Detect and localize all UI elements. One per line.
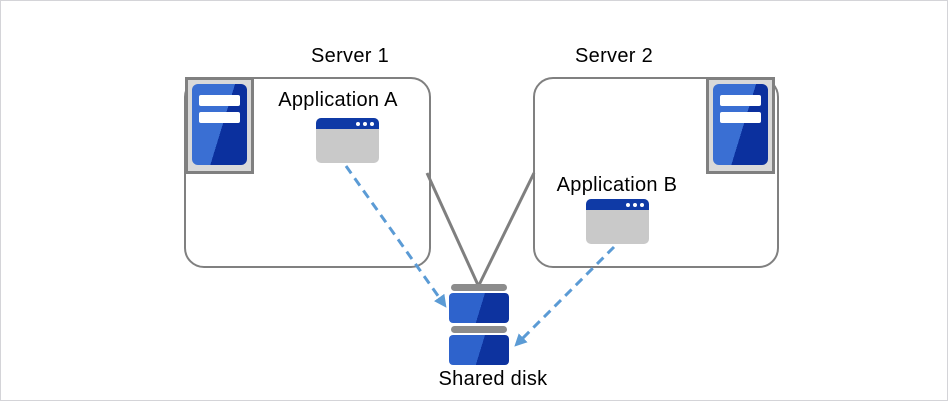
- app-window-icon: [316, 118, 379, 163]
- application-a-label: Application A: [278, 89, 398, 111]
- window-dot-icon: [633, 202, 637, 207]
- disk-unit: [449, 335, 509, 365]
- disk-cap: [451, 284, 507, 291]
- window-buttons-icon: [626, 202, 644, 207]
- window-dot-icon: [363, 121, 367, 126]
- server-tower-icon: [706, 77, 775, 174]
- window-dot-icon: [640, 202, 644, 207]
- shared-disk-label: Shared disk: [438, 368, 548, 390]
- window-titlebar: [586, 199, 649, 210]
- server-drive-slot: [719, 112, 761, 123]
- window-dot-icon: [626, 202, 630, 207]
- server-drive-slot: [198, 112, 240, 123]
- server-drive-slot: [198, 95, 240, 106]
- window-titlebar: [316, 118, 379, 129]
- window-buttons-icon: [356, 121, 374, 126]
- connector-server2-to-disk: [477, 172, 536, 286]
- window-dot-icon: [356, 121, 360, 126]
- server-tower-body: [192, 84, 247, 165]
- server-tower-icon: [185, 77, 254, 174]
- app-window-icon: [586, 199, 649, 244]
- server-drive-slot: [719, 95, 761, 106]
- window-dot-icon: [370, 121, 374, 126]
- disk-stack-icon: [449, 284, 509, 368]
- server-tower-body: [713, 84, 768, 165]
- server1-label: Server 1: [311, 45, 389, 67]
- disk-cap: [451, 326, 507, 333]
- connector-server1-to-disk: [425, 172, 480, 286]
- disk-unit: [449, 293, 509, 323]
- application-b-label: Application B: [556, 174, 678, 196]
- server2-label: Server 2: [575, 45, 653, 67]
